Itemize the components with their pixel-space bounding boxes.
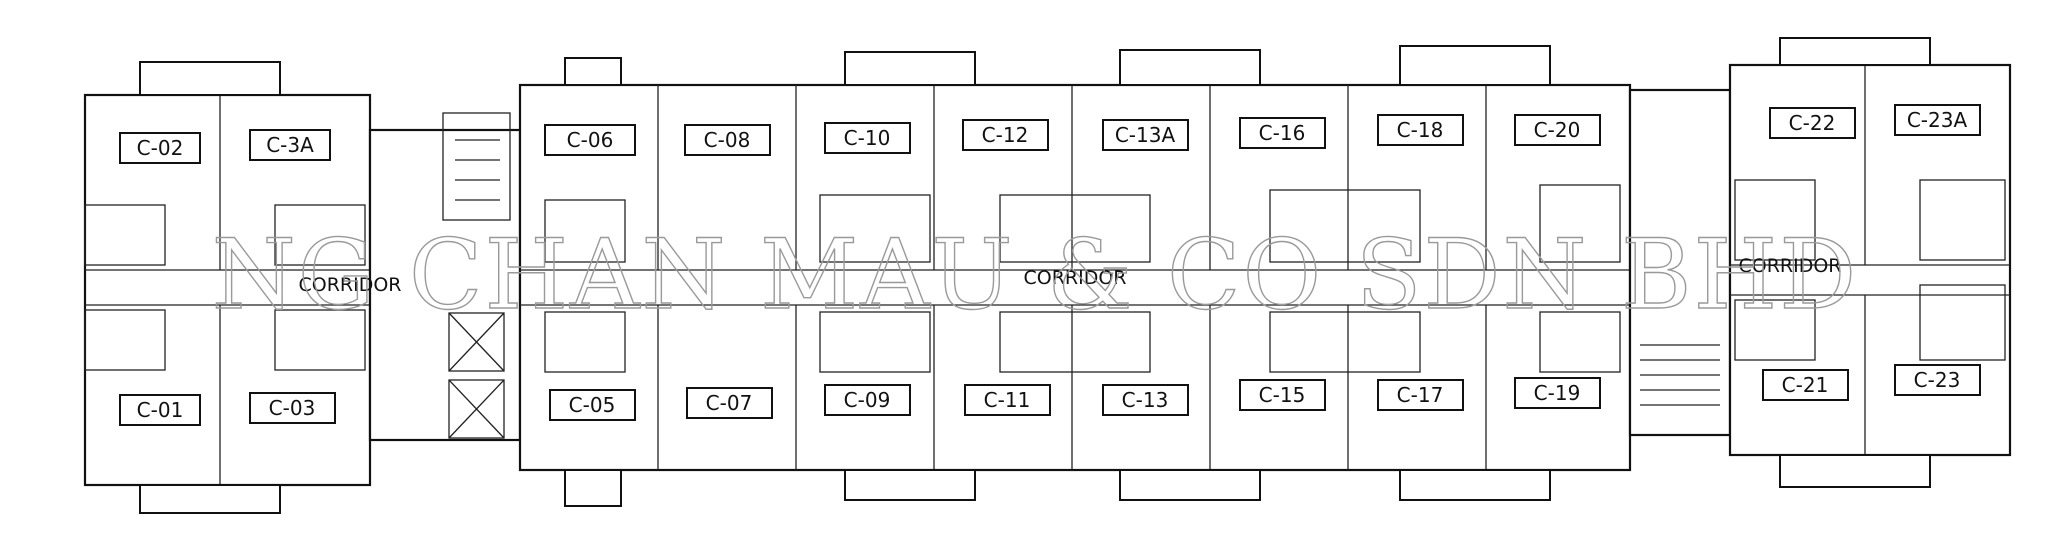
unit-label: C-02 bbox=[137, 136, 184, 160]
unit-label: C-22 bbox=[1789, 111, 1836, 135]
unit-label: C-06 bbox=[567, 128, 614, 152]
lift-1 bbox=[448, 312, 505, 372]
unit-label: C-23A bbox=[1907, 108, 1968, 132]
unit-label: C-17 bbox=[1397, 383, 1444, 407]
unit-label: C-23 bbox=[1914, 368, 1961, 392]
right-stair-core bbox=[1628, 88, 1732, 437]
unit-label: C-15 bbox=[1259, 383, 1306, 407]
unit-label: C-03 bbox=[269, 396, 316, 420]
unit-label: C-10 bbox=[844, 126, 891, 150]
unit-label: C-18 bbox=[1397, 118, 1444, 142]
unit-label: C-07 bbox=[706, 391, 753, 415]
unit-label: C-16 bbox=[1259, 121, 1306, 145]
lift-2 bbox=[448, 379, 505, 439]
unit-label: C-19 bbox=[1534, 381, 1581, 405]
unit-label: C-12 bbox=[982, 123, 1029, 147]
unit-label: C-11 bbox=[984, 388, 1031, 412]
unit-label: C-13 bbox=[1122, 388, 1169, 412]
unit-label: C-13A bbox=[1115, 123, 1176, 147]
unit-label: C-20 bbox=[1534, 118, 1581, 142]
watermark-text: NG CHAN MAU & CO SDN BHD bbox=[212, 219, 1858, 331]
unit-label: C-05 bbox=[569, 393, 616, 417]
unit-tags-top: C-02 C-3A C-06 C-08 C-10 C-12 C-13A C-16… bbox=[119, 104, 1981, 164]
unit-label: C-21 bbox=[1782, 373, 1829, 397]
corridor-label-center: CORRIDOR bbox=[1023, 267, 1126, 289]
unit-label: C-3A bbox=[266, 133, 314, 157]
unit-label: C-08 bbox=[704, 128, 751, 152]
unit-label: C-09 bbox=[844, 388, 891, 412]
corridor-label-right: CORRIDOR bbox=[1738, 255, 1841, 277]
stair-lift-core bbox=[368, 112, 522, 442]
corridor-label-left: CORRIDOR bbox=[298, 274, 401, 296]
unit-label: C-01 bbox=[137, 398, 184, 422]
unit-tags-bottom: C-01 C-03 C-05 C-07 C-09 C-11 C-13 C-15 … bbox=[119, 364, 1981, 426]
